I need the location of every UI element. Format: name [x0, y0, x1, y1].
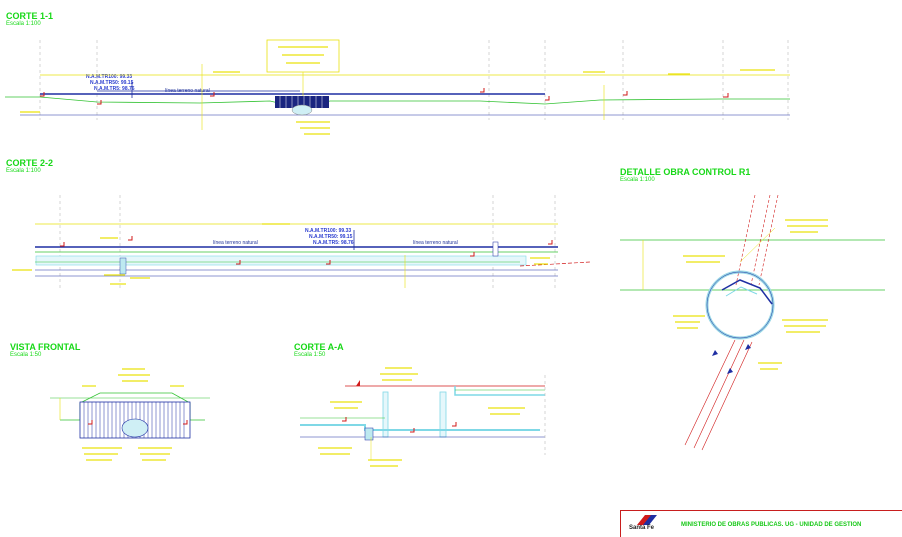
corte-a-a-scale: Escala 1:50 — [294, 352, 326, 358]
detalle-scale: Escala 1:100 — [620, 177, 655, 183]
corte-1-1-scale: Escala 1:100 — [6, 21, 41, 27]
corte22-level-tr100: N.A.M.TR100: 99.33 — [305, 228, 352, 234]
corte22-level-tr50: N.A.M.TR50: 99.15 — [309, 234, 353, 240]
title-block: Santa Fe MINISTERIO DE OBRAS PUBLICAS. U… — [620, 510, 902, 537]
logo-text: Santa Fe — [629, 525, 655, 531]
corte22-terrain-label-right: línea terreno natural — [413, 240, 458, 246]
vista-frontal-title: VISTA FRONTAL — [10, 342, 81, 352]
corte-2-2-drawing — [12, 195, 591, 290]
corte-a-a-title: CORTE A-A — [294, 342, 344, 352]
vista-frontal-drawing — [50, 368, 210, 461]
corte11-level-tr100: N.A.M.TR100: 99.33 — [86, 74, 133, 80]
detalle-drawing — [620, 194, 885, 451]
vista-frontal-scale: Escala 1:50 — [10, 352, 42, 358]
corte-2-2-title: CORTE 2-2 — [6, 158, 54, 168]
corte-1-1-title: CORTE 1-1 — [6, 11, 54, 21]
corte22-terrain-label-left: línea terreno natural — [213, 240, 258, 246]
corte-2-2-scale: Escala 1:100 — [6, 168, 41, 174]
ministry-label: MINISTERIO DE OBRAS PUBLICAS. UG - UNIDA… — [681, 522, 862, 528]
detalle-title: DETALLE OBRA CONTROL R1 — [620, 167, 751, 177]
corte22-level-tr5: N.A.M.TR5: 98.76 — [313, 240, 354, 246]
corte11-level-tr5: N.A.M.TR5: 98.76 — [94, 86, 135, 92]
corte-a-a-drawing — [300, 367, 546, 467]
corte-1-1-drawing — [5, 39, 790, 135]
corte11-level-tr50: N.A.M.TR50: 99.15 — [90, 80, 134, 86]
santa-fe-logo-icon — [637, 515, 657, 525]
